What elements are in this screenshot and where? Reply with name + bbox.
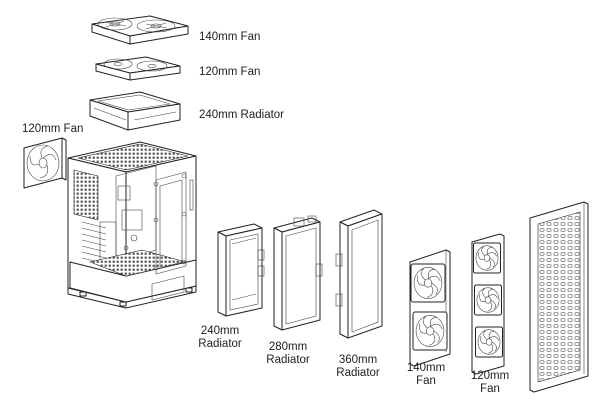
label-front-140mm-fan: 140mm Fan	[402, 362, 450, 388]
label-line-size: 140mm	[406, 362, 446, 374]
label-top-240mm-radiator: 240mm Radiator	[199, 109, 285, 121]
front-mesh-panel	[529, 201, 589, 393]
front-120mm-fans	[472, 233, 504, 375]
label-rear-120mm-fan: 120mm Fan	[22, 123, 84, 135]
pc-case	[67, 141, 197, 309]
label-line-type: Radiator	[336, 367, 380, 379]
label-top-140mm-fan: 140mm Fan	[199, 31, 261, 43]
label-line-type: Fan	[416, 375, 436, 387]
label-front-280mm-radiator: 280mm Radiator	[264, 341, 312, 367]
label-front-360mm-radiator: 360mm Radiator	[332, 354, 384, 380]
label-line-size: 120mm	[470, 370, 510, 382]
label-line-type: Fan	[480, 383, 500, 395]
top-120mm-fans	[95, 56, 181, 81]
label-line-type: Radiator	[266, 354, 310, 366]
front-360mm-radiator	[335, 209, 383, 339]
label-front-240mm-radiator: 240mm Radiator	[196, 325, 244, 351]
label-top-120mm-fan: 120mm Fan	[199, 66, 261, 78]
label-line-size: 280mm	[268, 341, 308, 353]
top-240mm-radiator	[89, 91, 181, 131]
front-240mm-radiator	[217, 223, 265, 317]
label-line-size: 360mm	[338, 354, 378, 366]
rear-120mm-fan	[23, 137, 67, 189]
label-front-120mm-fan: 120mm Fan	[466, 370, 514, 396]
top-140mm-fans	[91, 15, 189, 45]
front-280mm-radiator	[273, 215, 323, 331]
label-line-size: 240mm	[200, 325, 240, 337]
label-line-type: Radiator	[198, 338, 242, 350]
front-140mm-fans	[410, 249, 450, 367]
